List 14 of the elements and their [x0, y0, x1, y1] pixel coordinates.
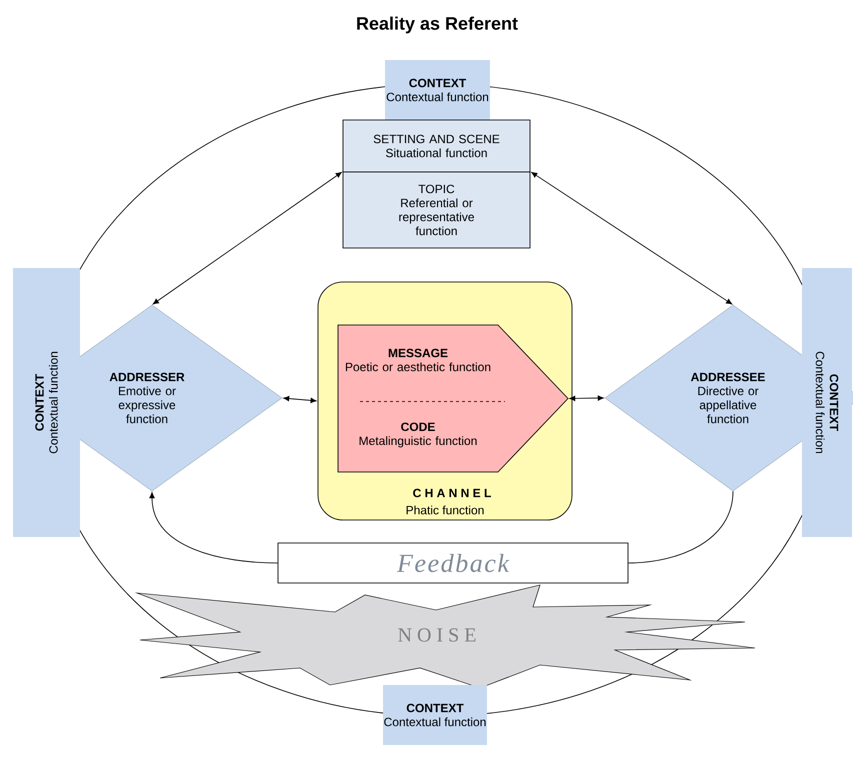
message-pentagon: MESSAGE Poetic or aesthetic function CODE Metalinguistic function	[338, 324, 569, 472]
feedback-box: Feedback	[278, 542, 628, 584]
arrow	[152, 172, 342, 304]
arrow	[569, 395, 604, 402]
title: Reality as Referent	[357, 16, 518, 34]
arrow	[283, 396, 317, 404]
arrow	[531, 172, 732, 304]
context-box: CONTEXT Contextual function	[802, 268, 852, 537]
context-box: CONTEXT Contextual function	[13, 268, 80, 537]
context-box: CONTEXT Contextual function	[383, 685, 487, 745]
setting-box: SETTING AND SCENE Situational function	[342, 120, 530, 172]
context-box: CONTEXT Contextual function	[385, 60, 490, 120]
arrow	[149, 492, 278, 564]
topic-box: TOPIC Referential or representative function	[342, 172, 530, 248]
